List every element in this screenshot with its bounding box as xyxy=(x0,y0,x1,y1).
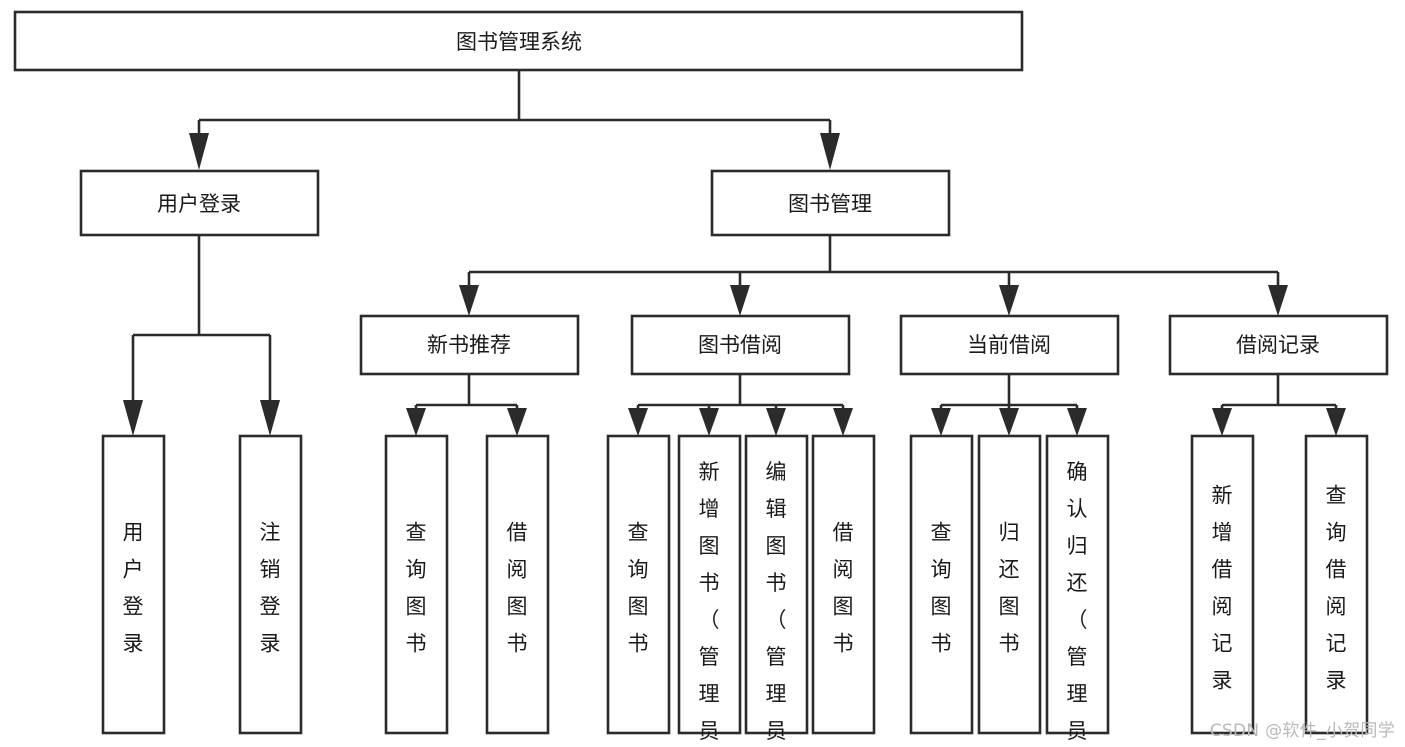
node-borrow-record-box[interactable] xyxy=(1168,314,1389,376)
node-leaf-user-login-label: 用户登录 xyxy=(123,520,144,655)
node-new-book-recommend-box[interactable] xyxy=(359,314,580,376)
node-leaf-add-book[interactable]: 新增图书（管理员） xyxy=(677,434,742,747)
node-book-manage-label: 图书管理 xyxy=(788,192,872,216)
node-user-login-label: 用户登录 xyxy=(157,192,241,216)
arrow-head-leaf-query-book-3-icon xyxy=(931,408,951,436)
arrow-head-leaf-query-book-1-icon xyxy=(406,408,426,436)
node-borrow-record-label: 借阅记录 xyxy=(1236,333,1320,357)
node-leaf-borrow-book-1[interactable]: 借阅图书 xyxy=(485,434,550,735)
node-leaf-return-book-box[interactable] xyxy=(977,434,1042,735)
node-leaf-edit-book-label: 编辑图书（管理员） xyxy=(766,460,787,747)
node-leaf-user-login[interactable]: 用户登录 xyxy=(101,434,166,735)
arrow-head-leaf-query-book-2-icon xyxy=(628,408,648,436)
node-user-login-box[interactable] xyxy=(79,169,320,237)
node-leaf-edit-book[interactable]: 编辑图书（管理员） xyxy=(744,434,809,747)
node-leaf-add-record[interactable]: 新增借阅记录 xyxy=(1190,434,1255,735)
node-leaf-return-book-label: 归还图书 xyxy=(999,520,1020,655)
arrow-head-leaf-query-record-icon xyxy=(1326,408,1346,436)
node-leaf-confirm-return-box[interactable] xyxy=(1045,434,1110,735)
node-leaf-edit-book-box[interactable] xyxy=(744,434,809,735)
node-leaf-add-book-box[interactable] xyxy=(677,434,742,735)
node-leaf-confirm-return-label: 确认归还（管理员） xyxy=(1067,460,1088,747)
arrow-head-new-book-recommend-icon xyxy=(459,285,479,316)
node-book-manage[interactable]: 图书管理 xyxy=(710,169,951,237)
node-leaf-add-book-label: 新增图书（管理员） xyxy=(699,460,720,747)
node-leaf-borrow-book-2-label: 借阅图书 xyxy=(833,520,854,655)
arrow-head-current-borrow-icon xyxy=(999,285,1019,316)
node-leaf-add-record-box[interactable] xyxy=(1190,434,1255,735)
node-current-borrow-label: 当前借阅 xyxy=(967,333,1051,357)
node-book-borrow[interactable]: 图书借阅 xyxy=(630,314,851,376)
node-leaf-user-login-box[interactable] xyxy=(101,434,166,735)
node-book-borrow-label: 图书借阅 xyxy=(698,333,782,357)
arrow-head-borrow-record-icon xyxy=(1268,285,1288,316)
node-leaf-confirm-return[interactable]: 确认归还（管理员） xyxy=(1045,434,1110,747)
node-leaf-logout[interactable]: 注销登录 xyxy=(238,434,303,735)
node-leaf-query-record-label: 查询借阅记录 xyxy=(1326,483,1347,692)
node-current-borrow-box[interactable] xyxy=(899,314,1120,376)
node-leaf-query-book-1-box[interactable] xyxy=(384,434,449,735)
node-new-book-recommend[interactable]: 新书推荐 xyxy=(359,314,580,376)
arrow-head-leaf-edit-book-icon xyxy=(766,408,786,436)
node-leaf-query-record-box[interactable] xyxy=(1304,434,1369,735)
node-leaf-borrow-book-1-label: 借阅图书 xyxy=(507,520,528,655)
node-leaf-borrow-book-2-box[interactable] xyxy=(811,434,876,735)
node-user-login[interactable]: 用户登录 xyxy=(79,169,320,237)
node-leaf-borrow-book-2[interactable]: 借阅图书 xyxy=(811,434,876,735)
node-root-label: 图书管理系统 xyxy=(456,30,582,54)
node-leaf-query-book-2-label: 查询图书 xyxy=(628,520,649,655)
connectors-group xyxy=(123,70,1346,436)
node-root[interactable]: 图书管理系统 xyxy=(13,10,1024,72)
arrow-head-leaf-borrow-book-1-icon xyxy=(507,408,527,436)
node-leaf-query-book-2[interactable]: 查询图书 xyxy=(606,434,671,735)
arrow-head-leaf-add-book-icon xyxy=(699,408,719,436)
arrow-head-leaf-logout-icon xyxy=(260,400,280,436)
node-leaf-return-book[interactable]: 归还图书 xyxy=(977,434,1042,735)
node-book-borrow-box[interactable] xyxy=(630,314,851,376)
arrow-head-book-manage-icon xyxy=(820,133,840,170)
node-leaf-add-record-label: 新增借阅记录 xyxy=(1212,483,1233,692)
node-root-box[interactable] xyxy=(13,10,1024,72)
node-book-manage-box[interactable] xyxy=(710,169,951,237)
node-new-book-recommend-label: 新书推荐 xyxy=(427,333,511,357)
arrow-head-leaf-borrow-book-2-icon xyxy=(833,408,853,436)
node-leaf-query-book-3-box[interactable] xyxy=(909,434,974,735)
arrow-head-leaf-add-record-icon xyxy=(1212,408,1232,436)
arrow-head-leaf-confirm-return-icon xyxy=(1067,408,1087,436)
node-leaf-query-book-3-label: 查询图书 xyxy=(931,520,952,655)
node-leaf-query-book-1[interactable]: 查询图书 xyxy=(384,434,449,735)
arrow-head-leaf-user-login-icon xyxy=(123,400,143,436)
node-current-borrow[interactable]: 当前借阅 xyxy=(899,314,1120,376)
node-borrow-record[interactable]: 借阅记录 xyxy=(1168,314,1389,376)
node-leaf-logout-label: 注销登录 xyxy=(260,520,281,655)
node-leaf-query-record[interactable]: 查询借阅记录 xyxy=(1304,434,1369,735)
arrow-head-book-borrow-icon xyxy=(730,285,750,316)
node-leaf-query-book-1-label: 查询图书 xyxy=(406,520,427,655)
arrow-head-leaf-return-book-icon xyxy=(999,408,1019,436)
node-leaf-query-book-2-box[interactable] xyxy=(606,434,671,735)
arrow-head-user-login-icon xyxy=(189,133,209,170)
node-leaf-logout-box[interactable] xyxy=(238,434,303,735)
node-leaf-borrow-book-1-box[interactable] xyxy=(485,434,550,735)
node-leaf-query-book-3[interactable]: 查询图书 xyxy=(909,434,974,735)
